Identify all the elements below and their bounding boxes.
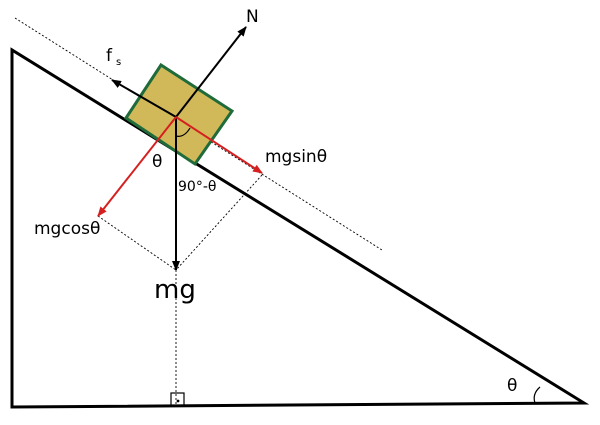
friction-force-subscript: s	[116, 57, 121, 68]
sin-component-arrow	[175, 116, 263, 174]
incline-angle-label: θ	[507, 376, 517, 396]
friction-force-label: f	[106, 46, 113, 66]
right-angle-marker	[170, 392, 185, 407]
normal-force-label: N	[246, 7, 259, 27]
sin-component-label: mgsinθ	[265, 147, 327, 167]
block-angle-label: θ	[152, 152, 162, 172]
cos-component-arrow	[97, 116, 177, 217]
block-angle-arc	[175, 127, 191, 137]
cos-projection-guide	[97, 215, 177, 271]
normal-force-arrow	[175, 26, 247, 118]
incline-angle-arc	[533, 386, 541, 404]
complement-angle-label: 90°-θ	[178, 179, 216, 195]
cos-component-label: mgcosθ	[34, 219, 100, 239]
weight-label: mg	[154, 275, 196, 305]
incline-triangle	[10, 47, 590, 409]
right-angle-dot	[176, 399, 180, 403]
friction-force-arrow	[111, 79, 177, 118]
sin-projection-guide	[175, 174, 263, 271]
